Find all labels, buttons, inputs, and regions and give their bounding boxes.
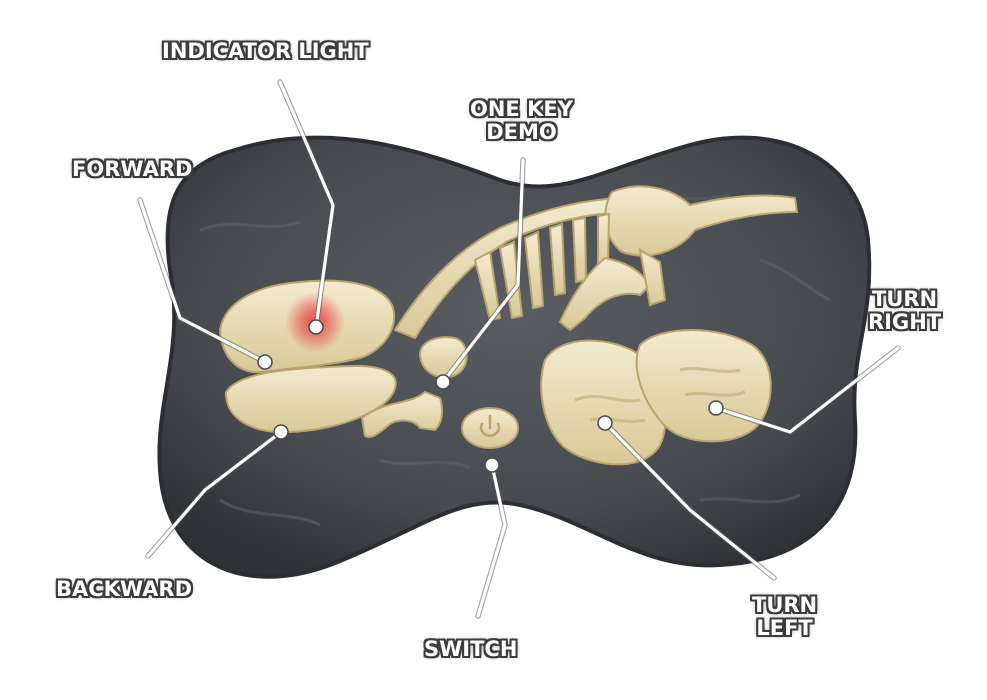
turn-left-dot bbox=[597, 415, 613, 431]
turn-right-dot bbox=[708, 400, 724, 416]
turn-left-line-2: LEFT bbox=[756, 616, 813, 640]
callout-dots bbox=[257, 319, 724, 473]
turn-left-button[interactable] bbox=[540, 339, 667, 466]
one-key-demo-line-2: DEMO bbox=[486, 120, 557, 144]
backward-label: BACKWARD bbox=[56, 578, 192, 601]
footprint-texture bbox=[574, 367, 746, 423]
turn-right-label: TURN RIGHT bbox=[868, 288, 941, 334]
turn-left-line-1: TURN bbox=[752, 593, 818, 617]
forward-text: FORWARD bbox=[72, 157, 193, 181]
backward-text: BACKWARD bbox=[56, 577, 193, 601]
turn-left-label: TURN LEFT bbox=[752, 594, 817, 640]
turn-right-line-2: RIGHT bbox=[868, 310, 942, 334]
switch-label: SWITCH bbox=[424, 638, 517, 661]
power-icon bbox=[479, 414, 501, 437]
turn-right-line-1: TURN bbox=[872, 287, 938, 311]
arm-bone bbox=[360, 390, 444, 438]
forward-dot bbox=[257, 354, 273, 370]
one-key-demo-dot bbox=[435, 374, 451, 390]
leader-lines bbox=[137, 79, 901, 619]
dinosaur-skeleton bbox=[393, 185, 799, 340]
one-key-demo-line-1: ONE KEY bbox=[470, 97, 573, 121]
one-key-demo-label: ONE KEY DEMO bbox=[470, 98, 573, 144]
indicator-light-text: INDICATOR LIGHT bbox=[162, 39, 369, 63]
switch-dot bbox=[484, 457, 500, 473]
remote-body bbox=[157, 135, 872, 579]
backward-button-jaw[interactable] bbox=[224, 364, 397, 434]
indicator-light-dot bbox=[308, 319, 324, 335]
indicator-light-label: INDICATOR LIGHT bbox=[162, 40, 369, 63]
backward-dot bbox=[273, 424, 289, 440]
forward-label: FORWARD bbox=[72, 158, 192, 181]
switch-text: SWITCH bbox=[424, 637, 518, 661]
